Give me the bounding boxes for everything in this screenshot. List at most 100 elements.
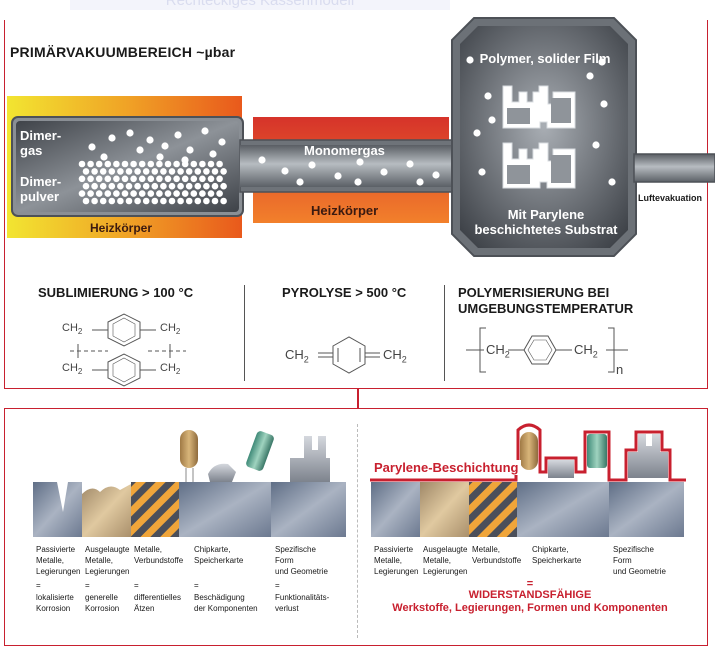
gas-dot — [354, 178, 362, 186]
stage-divider-1 — [244, 285, 245, 381]
gas-dot — [186, 146, 194, 154]
powder-dot — [160, 197, 167, 205]
powder-dot — [99, 168, 107, 175]
powder-dot — [134, 168, 141, 175]
powder-dot — [203, 168, 210, 175]
powder-dot — [173, 160, 180, 168]
gas-dot — [478, 168, 486, 176]
powder-dot — [156, 175, 163, 183]
gas-dot — [466, 56, 474, 64]
gas-dot — [209, 150, 217, 158]
powder-dot — [207, 160, 215, 168]
powder-dot — [138, 175, 146, 183]
powder-dot — [168, 168, 176, 175]
powder-dot — [130, 160, 137, 168]
left-result-3: differentielles Ätzen — [134, 593, 181, 613]
powder-dot — [203, 197, 210, 205]
gas-dots — [88, 56, 616, 186]
powder-dot — [190, 175, 198, 183]
powder-dot — [211, 182, 219, 190]
left-result-5: Funktionalitäts- verlust — [275, 593, 330, 613]
gas-dot — [161, 142, 169, 150]
powder-dot — [142, 168, 150, 175]
powder-dot — [181, 190, 189, 197]
powder-dot — [211, 197, 219, 205]
gas-dot — [380, 168, 388, 176]
powder-dot — [138, 190, 146, 197]
left-result-4: Beschädigung der Komponenten — [194, 593, 258, 613]
powder-dot — [207, 190, 215, 197]
powder-dot — [95, 160, 103, 168]
powder-dot — [199, 190, 206, 197]
powder-dot — [121, 160, 129, 168]
gas-dot — [592, 141, 600, 149]
powder-dot — [78, 190, 86, 197]
powder-dot — [164, 190, 172, 197]
left-panel-blocks — [33, 430, 346, 537]
powder-dot — [99, 182, 107, 190]
parylene-coating-label: Parylene-Beschichtung — [372, 460, 521, 475]
monomer-gas-label: Monomergas — [304, 143, 385, 158]
ch2-top-right: CH2 — [160, 322, 181, 337]
powder-dot — [173, 175, 180, 183]
left-desc-2: Ausgelaugte Metalle, Legierungen — [85, 545, 130, 576]
stage-pyrolysis-title: PYROLYSE > 500 °C — [282, 285, 407, 300]
powder-dot — [104, 190, 112, 197]
powder-dot — [190, 190, 198, 197]
gas-dot — [416, 178, 424, 186]
corrosion-illustrations — [33, 423, 686, 537]
powder-dot — [151, 197, 159, 205]
powder-dot — [207, 175, 215, 183]
powder-dot — [220, 182, 227, 190]
gas-dot — [432, 171, 440, 179]
powder-dot — [156, 190, 163, 197]
powder-dot — [173, 190, 180, 197]
powder-dot — [108, 182, 116, 190]
powder-dot — [134, 197, 141, 205]
left-eq-1: = — [36, 581, 41, 590]
gas-dot — [488, 116, 496, 124]
right-desc-2: Ausgelaugte Metalle, Legierungen — [423, 545, 468, 576]
powder-dot — [181, 175, 189, 183]
powder-dot — [151, 168, 159, 175]
powder-dot — [125, 182, 133, 190]
gas-dot — [608, 178, 616, 186]
powder-dot — [211, 168, 219, 175]
exhaust-label: Luftevakuation — [638, 193, 703, 203]
right-desc-5: Spezifische Form und Geometrie — [613, 545, 666, 576]
gas-dot — [136, 146, 144, 154]
polymer-structure — [466, 327, 628, 373]
powder-dot — [95, 175, 103, 183]
powder-dot — [117, 168, 124, 175]
powder-dot — [190, 160, 198, 168]
ch2-top-left: CH2 — [62, 322, 83, 337]
right-desc-1: Passivierte Metalle, Legierungen — [374, 545, 419, 576]
powder-dot — [142, 182, 150, 190]
ch2-bottom-right: CH2 — [160, 362, 181, 377]
stage-sublimation-title: SUBLIMIERUNG > 100 °C — [38, 285, 194, 300]
powder-dot — [91, 197, 98, 205]
powder-dot — [147, 190, 155, 197]
powder-dot — [117, 182, 124, 190]
powder-dot — [87, 175, 94, 183]
ch2-bottom-left: CH2 — [62, 362, 83, 377]
left-eq-4: = — [194, 581, 199, 590]
powder-dot — [194, 197, 202, 205]
powder-dot — [185, 197, 193, 205]
powder-dot — [185, 182, 193, 190]
bottom-frame — [4, 408, 708, 646]
powder-dot — [220, 197, 227, 205]
left-desc-1: Passivierte Metalle, Legierungen — [36, 545, 81, 576]
powder-dot — [203, 182, 210, 190]
gas-dot — [600, 100, 608, 108]
gas-dot — [88, 143, 96, 151]
powder-dot — [121, 190, 129, 197]
powder-dot — [82, 197, 90, 205]
powder-dot — [194, 168, 202, 175]
left-desc-3: Metalle, Verbundstoffe — [134, 545, 184, 565]
powder-dot — [104, 175, 112, 183]
powder-dot — [220, 168, 227, 175]
powder-dot — [164, 160, 172, 168]
exhaust-pipe — [633, 153, 715, 183]
gas-dot — [281, 167, 289, 175]
